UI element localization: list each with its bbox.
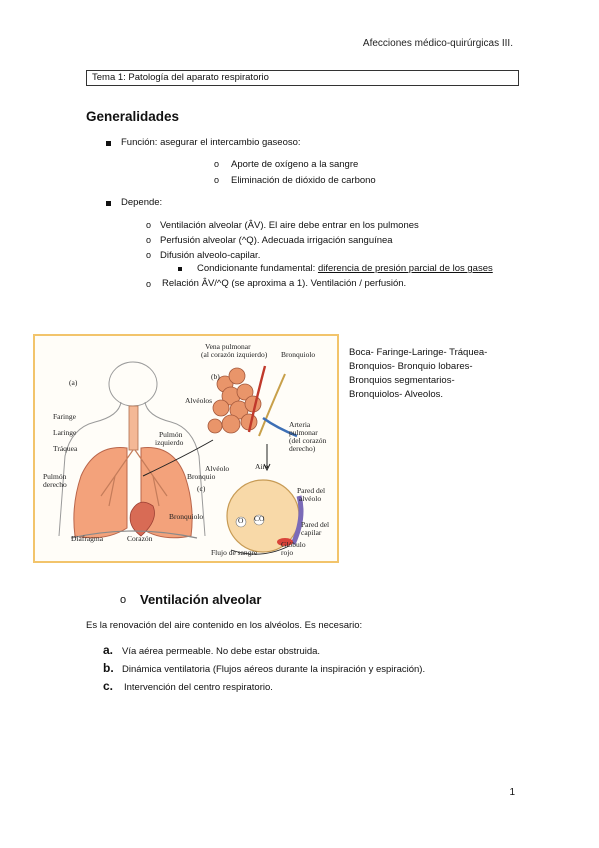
depende-label: Depende: xyxy=(121,197,163,208)
section-title-generalidades: Generalidades xyxy=(86,109,180,124)
caption-line: Bronquios- Bronquio lobares- xyxy=(349,361,473,372)
label-arteria-3: (del corazón xyxy=(289,436,327,445)
trachea-shape xyxy=(128,405,139,451)
section2-bullet-icon: o xyxy=(120,594,127,606)
depende-item: Ventilación alveolar (ÂV). El aire debe … xyxy=(160,220,419,231)
label-bronquio: Bronquio xyxy=(187,472,216,481)
square-bullet-icon xyxy=(106,141,111,146)
caption-line: Bronquiolos- Alveolos. xyxy=(349,389,443,400)
label-laringe: Laringe xyxy=(53,428,77,437)
label-pulmon-izq: Pulmón xyxy=(159,430,183,439)
label-c: (c) xyxy=(197,484,206,493)
alveolus-detail xyxy=(226,479,304,553)
label-corazon: Corazón xyxy=(127,534,153,543)
label-b: (b) xyxy=(211,372,220,381)
funcion-item: Aporte de oxígeno a la sangre xyxy=(231,159,359,170)
respiratory-illustration xyxy=(58,361,304,555)
label-pared-alveolo: Pared del xyxy=(297,486,326,495)
section2-intro: Es la renovación del aire contenido en l… xyxy=(86,620,363,631)
list-item: Vía aérea permeable. No debe estar obstr… xyxy=(122,646,321,657)
circle-bullet-icon: o xyxy=(146,279,152,289)
list-item: Dinámica ventilatoria (Flujos aéreos dur… xyxy=(122,664,426,675)
label-aire: Aire xyxy=(255,462,269,471)
blood-flow-arrow xyxy=(230,545,290,555)
condicionante-underlined: diferencia de presión parcial de los gas… xyxy=(317,263,493,274)
circle-bullet-icon: o xyxy=(214,159,220,169)
running-header: Afecciones médico-quirúrgicas III. xyxy=(362,38,513,49)
condicionante-prefix: Condicionante fundamental: xyxy=(197,263,318,274)
bronchi-lines xyxy=(100,449,168,507)
label-arteria-2: pulmonar xyxy=(289,428,318,437)
circle-bullet-icon: o xyxy=(146,235,152,245)
label-o2: O xyxy=(238,516,244,525)
label-flujo: Flujo de sangre xyxy=(211,548,258,557)
label-arteria: Arteria xyxy=(289,420,311,429)
depende-item: Difusión alveolo-capilar. xyxy=(160,250,261,261)
topic-label: Tema 1: Patología del aparato respirator… xyxy=(92,72,269,83)
label-vena-2: (al corazón izquierdo) xyxy=(201,350,268,359)
circle-bullet-icon: o xyxy=(146,220,152,230)
square-bullet-icon xyxy=(106,201,111,206)
caption-line: Boca- Faringe-Laringe- Tráquea- xyxy=(349,347,488,358)
label-traquea: Tráquea xyxy=(53,444,78,453)
label-alveolo: Alvéolo xyxy=(205,464,230,473)
list-item: Intervención del centro respiratorio. xyxy=(124,682,273,693)
depende-item: Perfusión alveolar (^Q). Adecuada irriga… xyxy=(160,235,393,246)
small-square-bullet-icon xyxy=(178,267,182,271)
funcion-label: Función: asegurar el intercambio gaseoso… xyxy=(121,137,301,148)
right-lung-shape xyxy=(73,447,128,539)
pulmonary-artery xyxy=(262,416,298,438)
list-letter: a. xyxy=(103,643,114,657)
label-bronquiolo-top: Bronquiolo xyxy=(281,350,316,359)
list-letter: c. xyxy=(103,679,114,693)
pulmonary-vein xyxy=(247,365,267,433)
respiratory-figure: (a) (b) (c) Vena pulmonar (al corazón iz… xyxy=(33,334,339,563)
label-pulmon-der-2: derecho xyxy=(43,480,67,489)
page-number: 1 xyxy=(509,787,515,798)
circle-bullet-icon: o xyxy=(146,250,152,260)
label-globulo: Glóbulo xyxy=(281,540,306,549)
relacion-item: Relación ÂV/^Q (se aproxima a 1). Ventil… xyxy=(162,278,407,289)
zoom-arrow xyxy=(142,439,214,477)
label-vena: Vena pulmonar xyxy=(205,342,251,351)
label-faringe: Faringe xyxy=(53,412,76,421)
section-title-ventilacion: Ventilación alveolar xyxy=(140,592,262,607)
condicionante-line: Condicionante fundamental: diferencia de… xyxy=(197,263,493,274)
label-pared-alveolo-2: alvéolo xyxy=(299,494,322,503)
label-pared-capilar: Pared del xyxy=(301,520,330,529)
bronchiole-branch xyxy=(258,373,286,437)
label-arteria-4: derecho) xyxy=(289,444,316,453)
diaphragm-line xyxy=(70,530,198,539)
label-a: (a) xyxy=(69,378,78,387)
label-globulo-2: rojo xyxy=(281,548,294,557)
label-diafragma: Diafragma xyxy=(71,534,104,543)
label-bronquiolo: Bronquiolo xyxy=(169,512,204,521)
label-alveolos: Alvéolos xyxy=(185,396,213,405)
caption-line: Bronquios segmentarios- xyxy=(349,375,455,386)
label-pulmon-izq-2: izquierdo xyxy=(155,438,184,447)
label-pulmon-der: Pulmón xyxy=(43,472,67,481)
heart-shape xyxy=(129,501,155,537)
label-co2: CO xyxy=(254,514,265,523)
label-pared-capilar-2: capilar xyxy=(301,528,322,537)
topic-box: Tema 1: Patología del aparato respirator… xyxy=(86,70,519,86)
list-letter: b. xyxy=(103,661,114,675)
circle-bullet-icon: o xyxy=(214,175,220,185)
funcion-item: Eliminación de dióxido de carbono xyxy=(231,175,376,186)
